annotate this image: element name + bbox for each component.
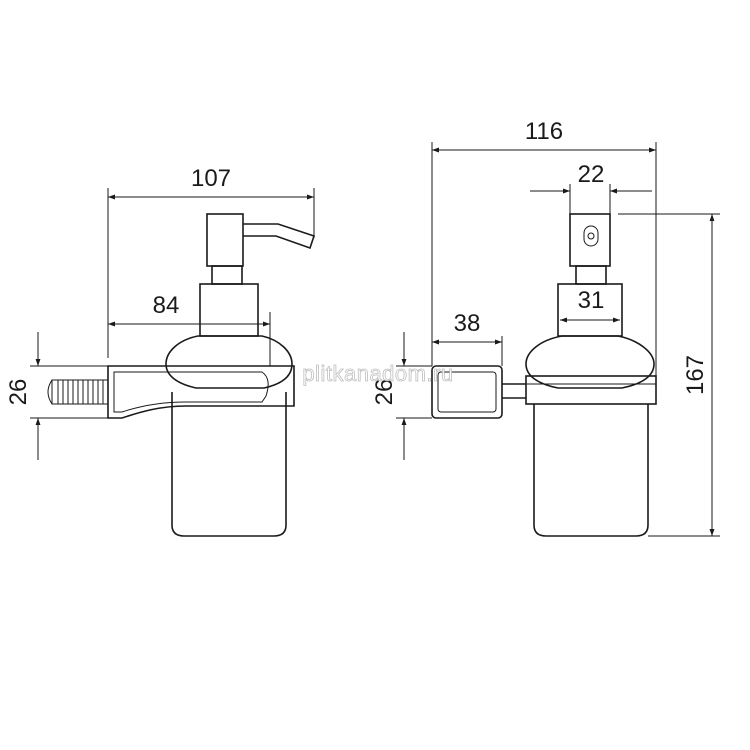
side-bracket-inner	[113, 371, 269, 413]
front-view: 116 22 31 38 26	[371, 118, 720, 537]
side-view: 107 84 26	[5, 165, 316, 537]
side-pump-head	[206, 213, 244, 267]
side-container	[171, 392, 287, 537]
dim-side-height-label: 26	[5, 379, 32, 406]
side-neck	[199, 283, 259, 337]
dim-front-mount-height-label: 26	[371, 379, 398, 406]
dim-side-bracket: 84	[108, 292, 271, 366]
dim-front-width: 116	[431, 118, 657, 376]
dim-side-width-label: 107	[191, 165, 231, 192]
dim-front-mount-height: 26	[371, 332, 432, 460]
front-wall-plate-inner	[437, 371, 497, 413]
dim-side-height: 26	[5, 332, 108, 460]
front-container	[533, 404, 649, 537]
side-pump-nozzle	[243, 223, 316, 250]
front-arm	[502, 383, 526, 399]
dim-front-width-label: 116	[525, 118, 563, 145]
dim-front-neck: 31	[560, 287, 620, 323]
dim-side-bracket-label: 84	[153, 292, 180, 319]
front-wall-plate	[431, 365, 503, 419]
front-pump-collar	[575, 265, 607, 285]
side-mount-screw	[47, 379, 109, 405]
front-dome-cap	[525, 335, 655, 389]
dim-front-mount: 38	[432, 310, 503, 366]
dim-front-neck-label: 31	[578, 287, 605, 314]
front-holder-ring	[525, 375, 657, 405]
side-dome-cap	[165, 335, 293, 389]
dim-front-pump: 22	[530, 161, 652, 214]
dim-front-total-height: 167	[618, 213, 720, 537]
front-pump-dot-icon	[587, 232, 595, 240]
dim-front-pump-label: 22	[578, 161, 605, 188]
watermark: plitkanadom.ru	[302, 361, 453, 386]
dim-front-mount-label: 38	[454, 310, 481, 337]
side-wall-bracket	[107, 365, 295, 419]
dim-front-total-height-label: 167	[682, 355, 709, 395]
side-pump-collar	[211, 265, 243, 285]
front-pump-button-icon	[583, 225, 599, 247]
front-pump-head	[569, 213, 611, 267]
dim-side-width: 107	[107, 165, 315, 358]
